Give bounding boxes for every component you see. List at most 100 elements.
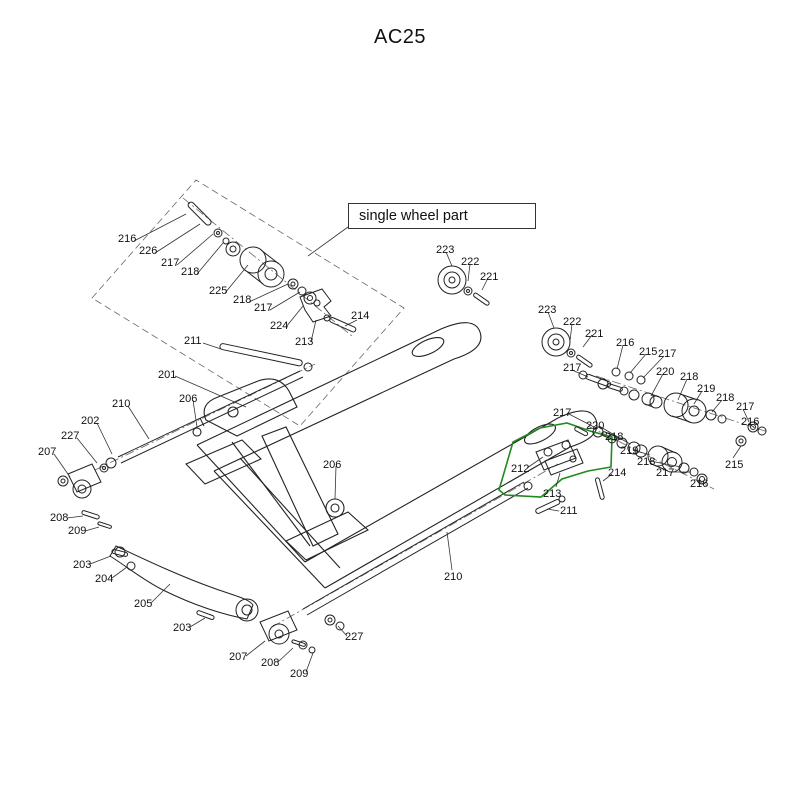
part-label-218: 218: [233, 294, 252, 306]
leader-line-209: [84, 526, 100, 532]
leader-line-218: [615, 436, 619, 442]
leader-line-212: [526, 456, 544, 469]
leader-line-218: [196, 242, 224, 275]
leader-line-208: [277, 647, 294, 663]
leader-line-222: [467, 263, 471, 282]
part-label-201: 201: [158, 369, 177, 381]
part-label-218: 218: [605, 431, 624, 443]
leader-line-221: [582, 334, 593, 348]
part-label-210: 210: [112, 398, 131, 410]
label-leader-lines: [53, 213, 755, 673]
part-label-211: 211: [184, 335, 202, 347]
leader-line-222: [569, 323, 573, 342]
part-label-220: 220: [586, 420, 605, 432]
rod-210-upper: [117, 370, 304, 464]
part-label-209: 209: [68, 525, 87, 537]
upper-fork-slot: [411, 337, 445, 357]
wheel-206: [325, 498, 345, 518]
nut-216-lower: [696, 473, 708, 485]
part-label-216: 216: [741, 416, 760, 428]
part-label-212: 212: [511, 463, 530, 475]
part-label-220: 220: [656, 366, 675, 378]
part-label-202: 202: [81, 415, 100, 427]
leader-line-202: [96, 422, 113, 455]
leader-line-211: [202, 342, 222, 350]
part-label-219: 219: [697, 383, 716, 395]
part-label-218: 218: [637, 456, 656, 468]
leader-line-216: [747, 423, 755, 428]
part-label-214: 214: [608, 467, 627, 479]
leader-line-207: [53, 453, 71, 478]
part-label-218: 218: [716, 392, 735, 404]
bolt-214-right: [595, 477, 605, 500]
roller-row-upper-right: [597, 367, 767, 447]
part-label-210: 210: [444, 571, 463, 583]
leader-line-213: [310, 319, 317, 343]
bolt-217-right: [578, 370, 612, 388]
part-label-215: 215: [725, 459, 744, 471]
roller-204: [126, 561, 136, 571]
part-label-213: 213: [543, 488, 562, 500]
leader-line-217: [269, 291, 301, 311]
leader-line-206: [192, 399, 198, 428]
leader-line-210: [127, 405, 150, 440]
leader-line-207: [245, 640, 266, 657]
part-label-204: 204: [95, 573, 114, 585]
leader-line-218: [248, 283, 289, 303]
roller-219-lower: [647, 445, 669, 467]
part-label-222: 222: [563, 316, 582, 328]
part-label-225: 225: [209, 285, 228, 297]
part-label-217: 217: [658, 348, 677, 360]
rod-211-upper: [219, 343, 303, 367]
wheel-hubs: [437, 265, 593, 368]
leader-line-223: [445, 251, 453, 267]
leader-line-220: [650, 373, 664, 397]
leader-line-210: [446, 531, 453, 571]
part-label-217: 217: [161, 257, 180, 269]
callout-label: single wheel part: [359, 208, 468, 224]
part-label-207: 207: [38, 446, 57, 458]
leader-line-218: [649, 460, 682, 468]
part-label-217: 217: [656, 467, 675, 479]
upper-fork: [196, 322, 482, 472]
leader-line-216: [699, 479, 702, 482]
leader-line-225: [224, 264, 249, 294]
part-label-226: 226: [139, 245, 158, 257]
part-label-227: 227: [345, 631, 364, 643]
part-label-217: 217: [254, 302, 273, 314]
washer-227-lower: [324, 614, 336, 626]
part-label-221: 221: [480, 271, 499, 283]
part-label-203: 203: [73, 559, 92, 571]
pin-209-upper: [97, 521, 112, 529]
part-label-224: 224: [270, 320, 289, 332]
part-label-219: 219: [620, 445, 639, 457]
part-label-217: 217: [553, 407, 572, 419]
part-label-218: 218: [181, 266, 200, 278]
leader-line-206: [334, 465, 337, 500]
leader-line-217: [176, 233, 214, 266]
leader-line-203: [89, 555, 112, 565]
dashed-boundary: [91, 179, 405, 427]
leader-line-213: [555, 472, 561, 488]
leader-line-209: [305, 652, 314, 673]
leader-line-205: [150, 583, 171, 604]
pin-203-lower: [196, 610, 215, 620]
leader-line-220: [598, 425, 631, 445]
part-label-203: 203: [173, 622, 192, 634]
leader-line-219: [693, 390, 703, 405]
part-label-227: 227: [61, 430, 80, 442]
roller-225: [239, 246, 267, 274]
part-label-217: 217: [563, 362, 582, 374]
leader-line-208: [66, 515, 84, 519]
lower-fork-slot: [523, 423, 557, 445]
lever-205: [109, 545, 254, 620]
pin-208-lower: [291, 639, 306, 647]
part-label-205: 205: [134, 598, 153, 610]
leader-line-227: [76, 437, 98, 464]
leader-line-217: [571, 369, 589, 378]
rod-210-lower: [302, 481, 529, 616]
leader-line-224: [285, 305, 304, 328]
leader-line-219: [632, 449, 651, 456]
leader-line-215: [732, 445, 742, 459]
part-label-208: 208: [50, 512, 69, 524]
